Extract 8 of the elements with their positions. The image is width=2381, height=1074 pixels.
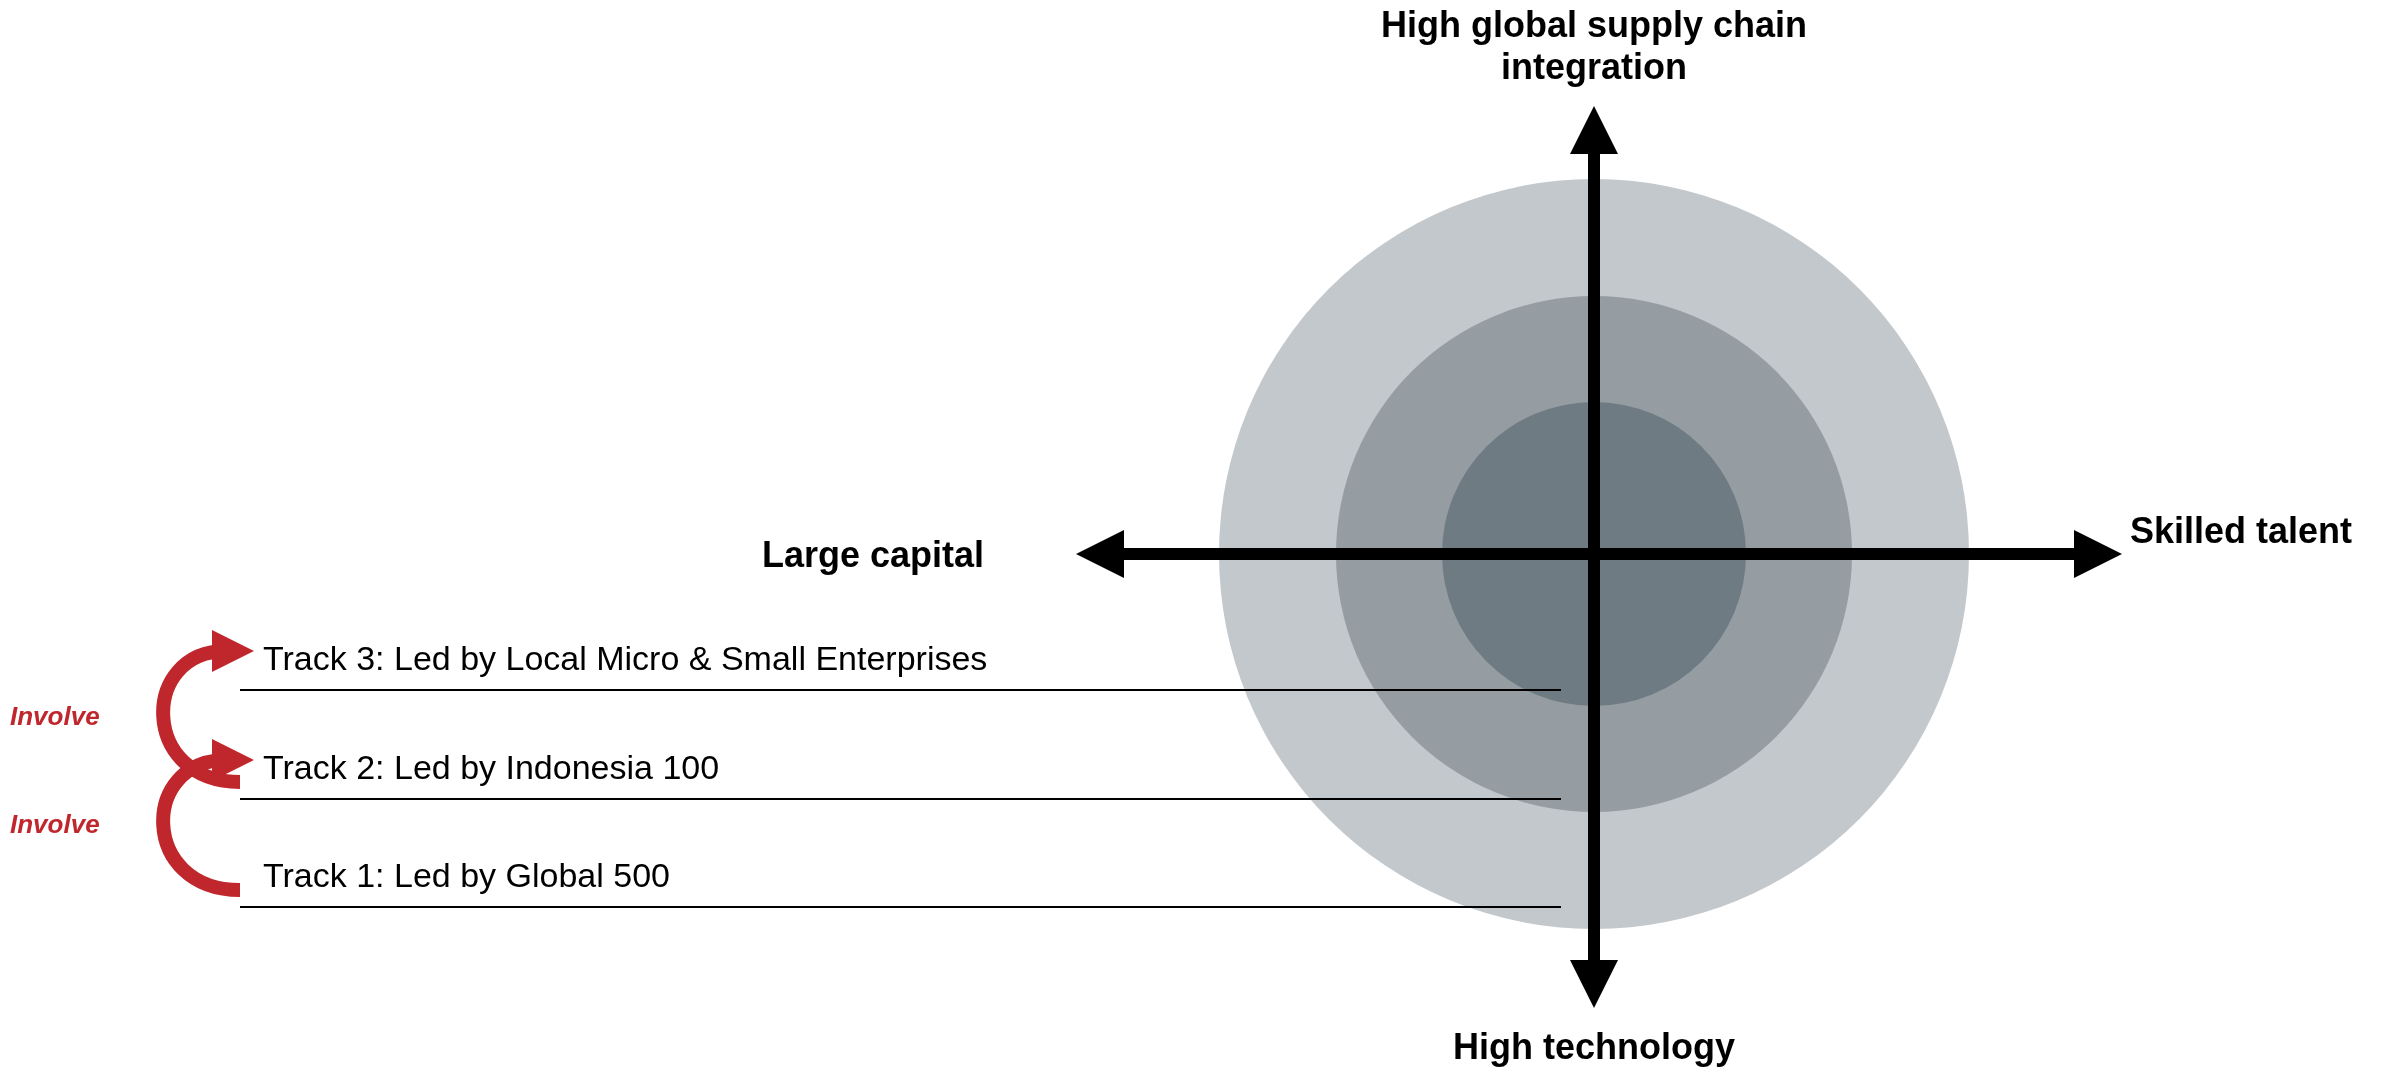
track-label: Track 3: Led by Local Micro & Small Enterprises: [240, 627, 1561, 691]
axis-label: High technology: [1453, 1026, 1735, 1067]
axis-label: Large capital: [761, 534, 984, 575]
curved-arrow: [156, 632, 254, 789]
axis-label: High global supply chain integration: [1380, 4, 1808, 88]
track-label: Track 1: Led by Global 500: [240, 844, 1561, 908]
track-label: Track 2: Led by Indonesia 100: [240, 736, 1561, 800]
axis-label: Skilled talent: [2130, 510, 2353, 551]
